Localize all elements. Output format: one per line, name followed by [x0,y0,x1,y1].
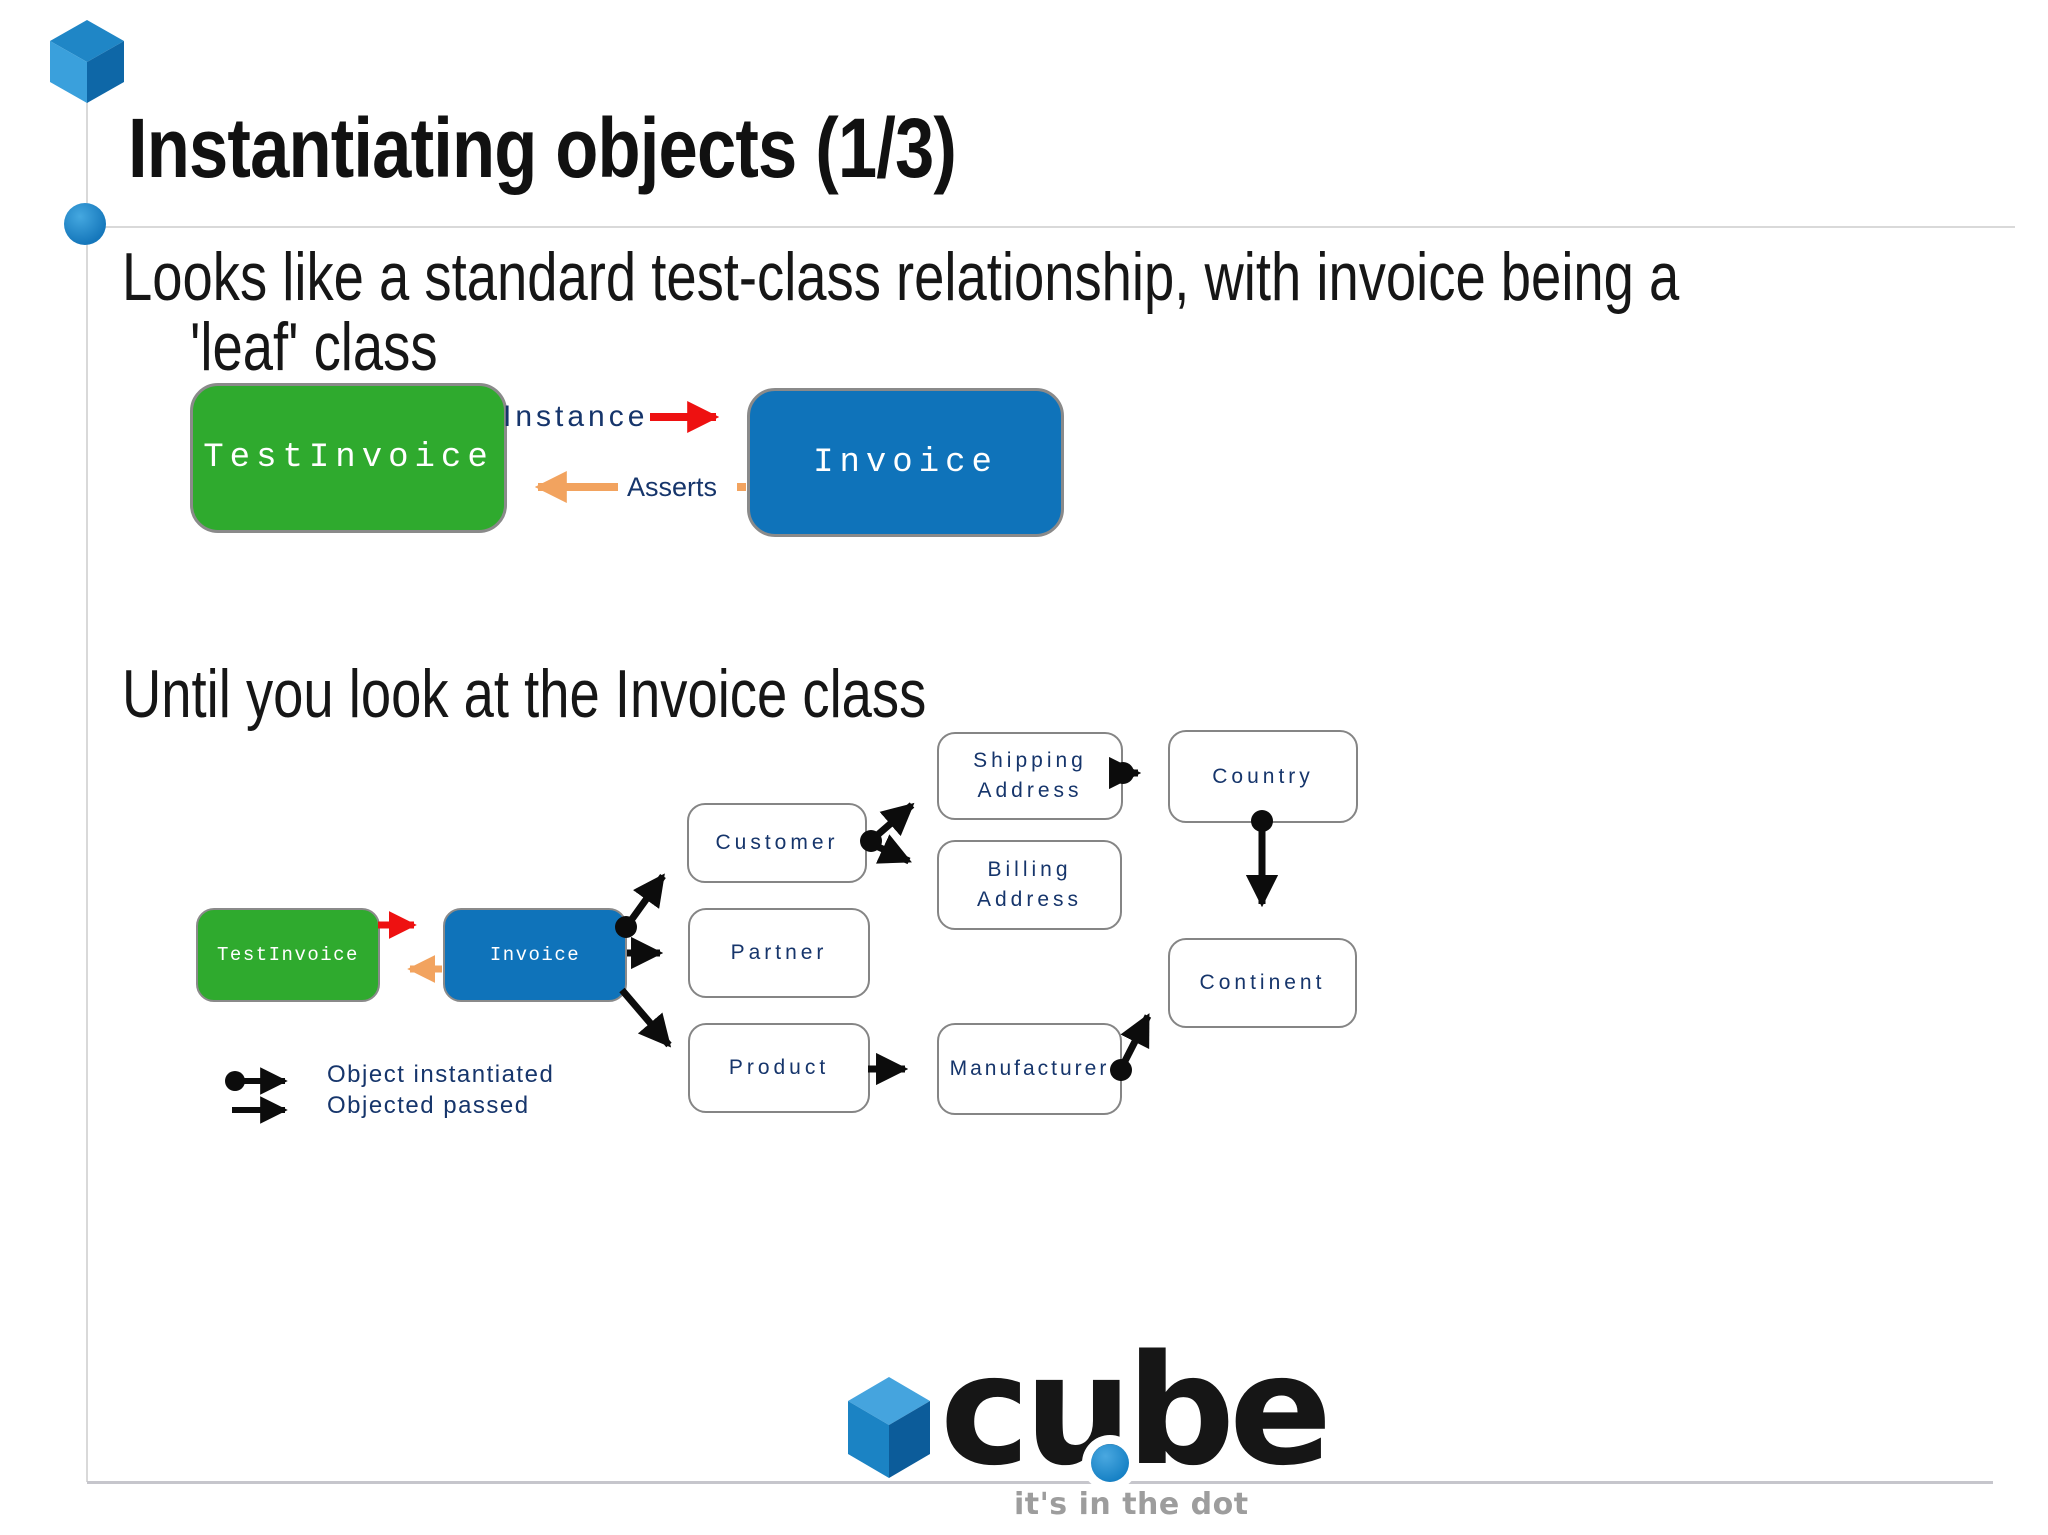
diagram2-testinvoice-label: TestInvoice [217,944,359,966]
billing-address-label: Billing Address [976,858,1083,911]
country-label: Country [1212,764,1314,788]
dot-country [1251,810,1273,832]
dot-shipping [1112,762,1134,784]
continent-label: Continent [1199,971,1326,994]
dot-invoice [615,916,637,938]
logo-cube-left-face [848,1401,889,1478]
page-title: Instantiating objects (1/3) [128,101,957,195]
diagram1-invoice-node: Invoice [747,388,1064,537]
country-node: Country [1168,730,1358,823]
shipping-address-node: Shipping Address [937,732,1123,820]
customer-node: Customer [687,803,867,883]
customer-label: Customer [715,831,839,854]
arrow-manufacturer-continent [1120,1013,1152,1065]
logo-blue-dot [1091,1444,1129,1482]
shipping-address-label: Shipping Address [973,749,1087,802]
title-rule [85,226,2015,228]
body-line-1: Looks like a standard test-class relatio… [122,239,1680,315]
logo-wordmark: cube [940,1322,1332,1499]
cube-bullet-icon [50,20,124,103]
dot-manufacturer [1110,1059,1132,1081]
arrow-customer-billing [872,834,912,865]
continent-node: Continent [1168,938,1357,1028]
product-label: Product [728,1056,830,1079]
diagram2-invoice-node: Invoice [443,908,627,1002]
footer-line [87,1481,1993,1484]
partner-node: Partner [688,908,870,998]
legend-object-instantiated: Object instantiated [327,1061,555,1088]
legend-dot [225,1071,245,1091]
logo-cube-right-face [889,1401,930,1478]
legend-objected-passed: Objected passed [327,1092,530,1119]
arrow-invoice-product [619,987,672,1048]
instance-relation-label: Instance [503,400,649,433]
logo-cube-icon [848,1377,930,1478]
rule-bullet-sphere [64,203,106,245]
diagram1-invoice-label: Invoice [813,443,998,482]
section-heading: Until you look at the Invoice class [122,656,927,732]
manufacturer-node: Manufacturer [937,1023,1122,1115]
arrow-customer-shipping [871,802,915,841]
asserts-relation-label: Asserts [627,472,718,502]
cube-left-face [50,41,87,103]
left-guide-line [86,102,88,1482]
diagram1-testinvoice-label: TestInvoice [203,439,494,477]
diagram1-testinvoice-node: TestInvoice [190,383,507,533]
cube-right-face [87,41,124,103]
billing-address-node: Billing Address [937,840,1122,930]
diagram2-invoice-label: Invoice [489,944,581,966]
manufacturer-label: Manufacturer [949,1057,1110,1080]
product-node: Product [688,1023,870,1113]
logo-tagline: it's in the dot [1014,1487,1249,1522]
diagram2-testinvoice-node: TestInvoice [196,908,380,1002]
partner-label: Partner [730,941,828,964]
body-line-2: 'leaf' class [190,309,438,385]
dot-customer [860,830,882,852]
arrow-invoice-customer [629,873,666,922]
